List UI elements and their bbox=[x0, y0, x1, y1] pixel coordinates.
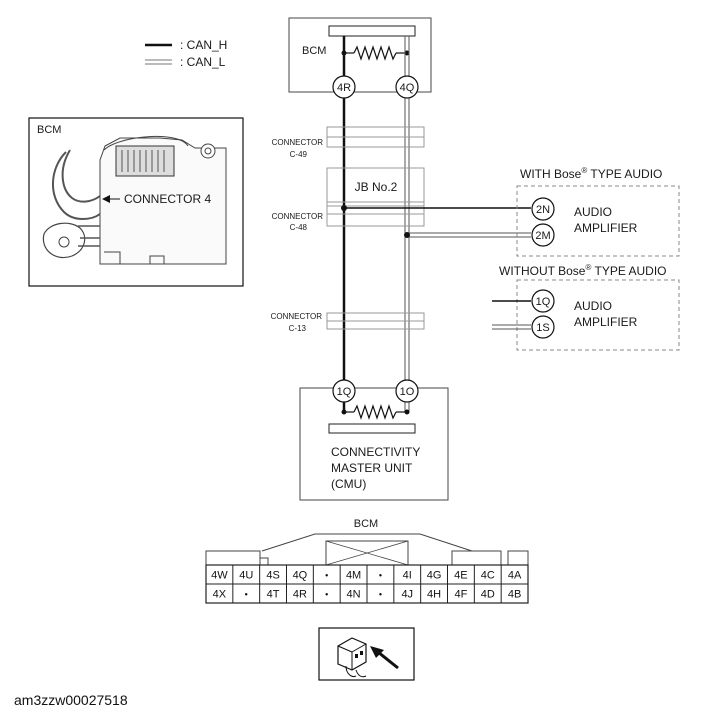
without-bose-box bbox=[516, 279, 680, 351]
connector-pin-label: 4Q bbox=[293, 570, 308, 582]
without-bose-amplifier: WITHOUT Bose® TYPE AUDIO 1Q 1S AUDIO AMP… bbox=[492, 263, 680, 351]
connector-pin-label: • bbox=[379, 571, 382, 581]
connector-pin-label: 4U bbox=[239, 570, 253, 582]
bcm-pin-4r-label: 4R bbox=[337, 82, 351, 94]
junction-box: JB No.2 bbox=[326, 167, 425, 207]
bcm-label: BCM bbox=[302, 45, 326, 57]
connector-pin-label: • bbox=[325, 571, 328, 581]
without-bose-amp-line1: AUDIO bbox=[574, 299, 612, 313]
connector-pin-label: • bbox=[245, 590, 248, 600]
can-h-legend-label: : CAN_H bbox=[180, 38, 227, 52]
can-l-legend-label: : CAN_L bbox=[180, 55, 226, 69]
connector-c48-line2: C-48 bbox=[290, 223, 308, 232]
cmu-pin-1q-label: 1Q bbox=[337, 386, 352, 398]
bcm-photo-label: BCM bbox=[37, 124, 61, 136]
cmu-termination-resistor bbox=[353, 404, 397, 420]
with-bose-amp-line1: AUDIO bbox=[574, 205, 612, 219]
without-bose-pin-1s: 1S bbox=[536, 322, 549, 334]
bcm-photo-connector-4 bbox=[115, 145, 175, 177]
with-bose-branch-wires bbox=[341, 205, 531, 238]
connector-c49-line2: C-49 bbox=[290, 150, 308, 159]
connector-pin-label: 4N bbox=[347, 589, 361, 601]
bcm-termination-resistor bbox=[353, 45, 397, 61]
bcm-photo-connector-label: CONNECTOR 4 bbox=[124, 192, 211, 206]
connector-pin-label: 4J bbox=[401, 589, 413, 601]
with-bose-title: WITH Bose® TYPE AUDIO bbox=[520, 166, 662, 181]
bcm-pin-4q: 4Q bbox=[395, 75, 419, 99]
connector-pin-label: 4T bbox=[267, 589, 280, 601]
bcm-photo-inset: BCM CONNECTOR 4 bbox=[28, 117, 244, 287]
connector-pin-label: 4R bbox=[293, 589, 307, 601]
connector-pin-label: 4B bbox=[508, 589, 521, 601]
connector-pin-label: 4A bbox=[508, 570, 522, 582]
connector-face-label: BCM bbox=[354, 518, 378, 530]
without-bose-amp-line2: AMPLIFIER bbox=[574, 315, 638, 329]
bcm-connector-bar bbox=[328, 25, 416, 37]
junction-box-label: JB No.2 bbox=[355, 180, 398, 194]
cmu-label-line1: CONNECTIVITY bbox=[331, 445, 420, 459]
cmu-module: CONNECTIVITY MASTER UNIT (CMU) bbox=[299, 387, 449, 501]
connector-pin-label: 4G bbox=[427, 570, 442, 582]
cmu-pin-1q: 1Q bbox=[332, 379, 356, 403]
with-bose-box bbox=[516, 185, 680, 257]
figure-id: am3zzw00027518 bbox=[14, 692, 128, 708]
connector-c13-line1: CONNECTOR bbox=[271, 312, 323, 321]
cmu-connector-bar bbox=[328, 423, 416, 434]
connector-c13: CONNECTOR C-13 bbox=[271, 312, 425, 333]
cmu-box bbox=[299, 387, 449, 501]
connector-pin-label: 4S bbox=[266, 570, 279, 582]
with-bose-amplifier: WITH Bose® TYPE AUDIO 2N 2M AUDIO AMPLIF… bbox=[516, 166, 680, 257]
cmu-label-line3: (CMU) bbox=[331, 477, 366, 491]
connector-view-icon bbox=[318, 627, 415, 681]
connector-pin-label: 4E bbox=[454, 570, 467, 582]
without-bose-title: WITHOUT Bose® TYPE AUDIO bbox=[499, 263, 667, 278]
cmu-pin-1o: 1O bbox=[395, 379, 419, 403]
connector-pin-label: 4X bbox=[213, 589, 227, 601]
connector-pin-label: • bbox=[379, 590, 382, 600]
connector-c13-line2: C-13 bbox=[289, 324, 307, 333]
connector-face-grid: 4W 4U 4S 4Q • 4M • 4I 4G 4E 4C 4A 4X • 4T 4R • 4N • 4J 4H 4F 4… bbox=[211, 565, 522, 603]
connector-c49: CONNECTOR C-49 bbox=[272, 126, 425, 159]
legend: : CAN_H : CAN_L bbox=[145, 38, 227, 69]
connector-pin-label: 4I bbox=[403, 570, 412, 582]
connector-pin-label: 4W bbox=[211, 570, 228, 582]
connector-pin-label: 4D bbox=[481, 589, 495, 601]
cmu-label-line2: MASTER UNIT bbox=[331, 461, 413, 475]
bcm-pin-4q-label: 4Q bbox=[400, 82, 415, 94]
with-bose-pin-2m: 2M bbox=[535, 230, 550, 242]
with-bose-pin-2n: 2N bbox=[536, 204, 550, 216]
connector-pin-label: 4M bbox=[346, 570, 361, 582]
bcm-pin-4r: 4R bbox=[332, 75, 356, 99]
connector-c49-line1: CONNECTOR bbox=[272, 138, 324, 147]
connector-c48-line1: CONNECTOR bbox=[272, 212, 324, 221]
connector-pin-label: 4H bbox=[427, 589, 441, 601]
without-bose-pin-1q: 1Q bbox=[536, 296, 551, 308]
connector-pin-label: 4F bbox=[454, 589, 467, 601]
connector-pin-label: • bbox=[325, 590, 328, 600]
cmu-pin-1o-label: 1O bbox=[400, 386, 415, 398]
with-bose-amp-line2: AMPLIFIER bbox=[574, 221, 638, 235]
connector-pin-label: 4C bbox=[481, 570, 495, 582]
